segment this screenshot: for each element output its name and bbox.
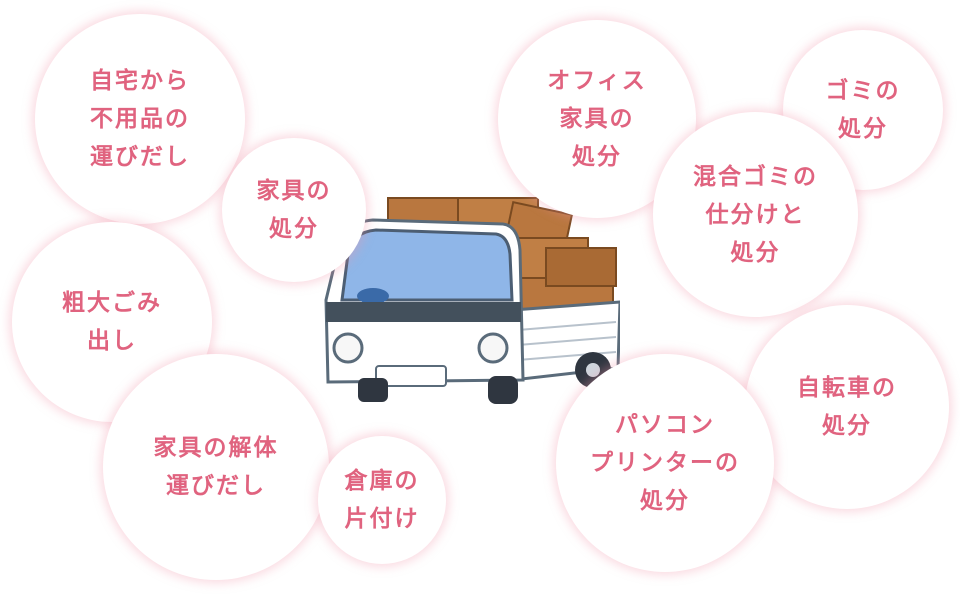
bubble-label: ゴミの 処分 [825, 78, 901, 142]
bubble-office-furniture: オフィス 家具の 処分 [498, 20, 696, 218]
bubble-furniture-dismantling: 家具の解体 運びだし [103, 354, 329, 580]
bubble-label: オフィス 家具の 処分 [547, 68, 647, 170]
bubble-label: 混合ゴミの 仕分けと 処分 [693, 163, 818, 266]
bubble-label: 家具の 処分 [256, 178, 332, 242]
bubble-label: パソコン プリンターの 処分 [590, 412, 740, 514]
bubble-label: 倉庫の 片付け [344, 468, 420, 532]
bubble-label: 自転車の 処分 [797, 375, 897, 439]
bubble-warehouse-cleanup: 倉庫の 片付け [318, 436, 446, 564]
bubble-bicycle-disposal: 自転車の 処分 [745, 305, 949, 509]
bubble-pc-printer-disposal: パソコン プリンターの 処分 [556, 354, 774, 572]
bubble-label: 家具の解体 運びだし [153, 435, 279, 499]
truck-illustration [324, 197, 620, 404]
truck-cab [324, 218, 525, 387]
bubble-mixed-garbage: 混合ゴミの 仕分けと 処分 [653, 112, 858, 317]
bubble-label: 自宅から 不用品の 運びだし [90, 68, 190, 170]
bubble-home-removal: 自宅から 不用品の 運びだし [35, 14, 245, 224]
bubble-furniture-disposal: 家具の 処分 [222, 138, 366, 282]
bubble-label: 粗大ごみ 出し [62, 290, 162, 354]
